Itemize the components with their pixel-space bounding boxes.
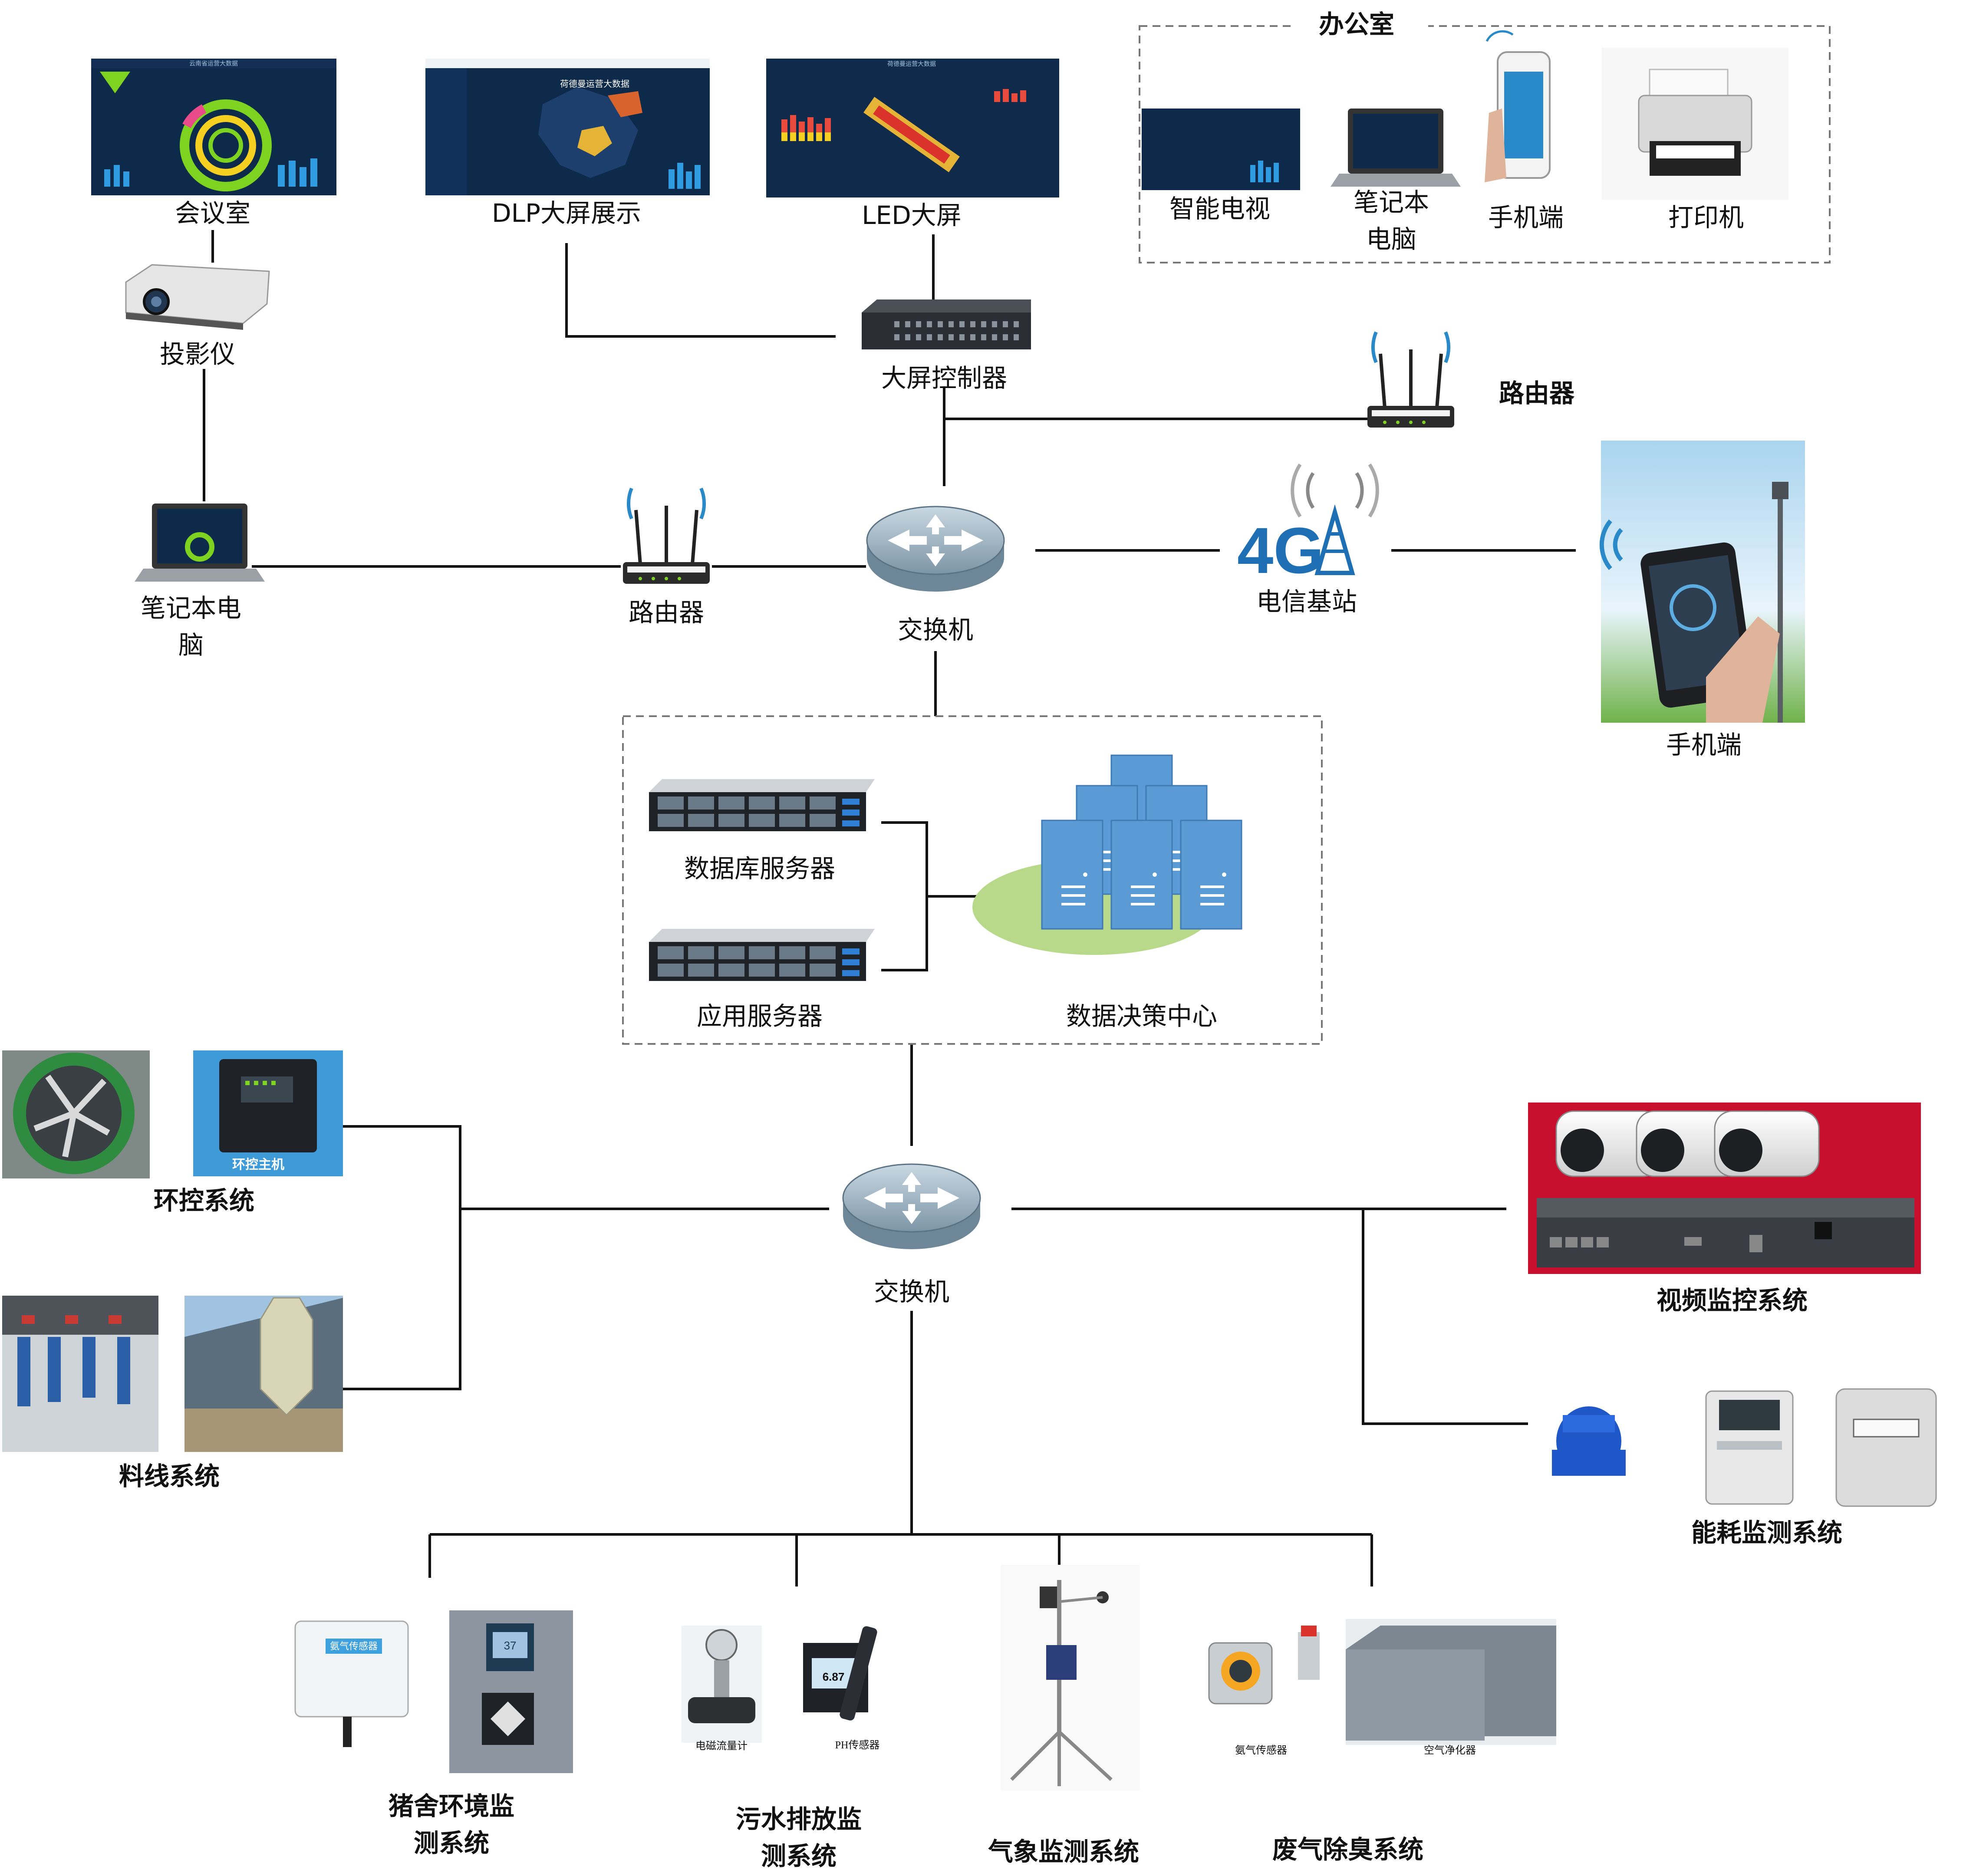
ammonia-sensor-2-tag: 氨气传感器: [1235, 1744, 1287, 1756]
label-office-phone: 手机端: [1488, 203, 1564, 232]
decision-center: [972, 754, 1242, 955]
dashboard-title-2: 荷德曼运营大数据: [560, 79, 629, 89]
label-env-control: 环控系统: [153, 1186, 254, 1215]
label-pig-env-1: 猪舍环境监: [388, 1791, 514, 1821]
office-title-bg: [1294, 11, 1428, 46]
air-purifier: [1346, 1619, 1556, 1745]
label-app-server: 应用服务器: [696, 1001, 823, 1031]
base-station-4g: [1291, 463, 1379, 575]
label-office: 办公室: [1318, 10, 1394, 39]
label-smart-tv: 智能电视: [1169, 194, 1270, 224]
label-pig-env-2: 测系统: [413, 1828, 489, 1858]
meeting-room-screen: [91, 59, 336, 195]
printer: [1602, 48, 1788, 200]
laptop-left: [135, 504, 265, 582]
feed-line-photo-1: [2, 1296, 158, 1452]
label-switch-bottom: 交换机: [873, 1277, 949, 1307]
video-monitor-photo: [1528, 1103, 1921, 1274]
ph-sensor: [803, 1626, 877, 1721]
label-weather: 气象监测系统: [988, 1837, 1139, 1866]
ammonia-sensor-tag: 氨气传感器: [330, 1641, 378, 1652]
ph-sensor-reading: 6.87: [823, 1670, 845, 1683]
label-router-top: 路由器: [1499, 378, 1574, 408]
ammonia-sensor: [294, 1620, 409, 1747]
label-laptop-left-2: 脑: [178, 630, 204, 660]
air-purifier-tag: 空气净化器: [1424, 1744, 1476, 1756]
label-screen-controller: 大屏控制器: [881, 363, 1007, 393]
label-sewage-2: 测系统: [761, 1841, 837, 1871]
dlp-screen: [425, 59, 710, 195]
app-server: [649, 929, 875, 981]
label-feed-line: 料线系统: [119, 1461, 220, 1491]
label-projector: 投影仪: [159, 339, 235, 369]
label-router-mid: 路由器: [628, 598, 704, 627]
router-mid: [623, 488, 710, 584]
label-switch-top: 交换机: [897, 615, 973, 645]
router-top: [1367, 332, 1454, 428]
env-control-host-tag: 环控主机: [232, 1158, 284, 1172]
projector: [125, 264, 270, 330]
gas-detector-reading: 37: [504, 1639, 517, 1652]
label-deodor: 废气除臭系统: [1272, 1835, 1423, 1864]
database-server: [649, 779, 875, 831]
label-office-laptop-1: 笔记本: [1353, 188, 1429, 217]
label-mobile-right: 手机端: [1666, 730, 1742, 760]
led-screen: [766, 59, 1059, 197]
flowmeter: [682, 1626, 762, 1743]
label-telecom-base-station: 电信基站: [1256, 587, 1357, 616]
smart-tv: [1142, 109, 1300, 190]
screen-controller: [862, 300, 1031, 349]
ph-sensor-tag: PH传感器: [835, 1739, 880, 1751]
connector-lines: [203, 230, 1576, 1586]
dashboard-title-1: 云南省运营大数据: [189, 60, 238, 67]
label-energy-monitor: 能耗监测系统: [1691, 1518, 1842, 1547]
label-dlp-display: DLP大屏展示: [492, 198, 641, 228]
gas-meter: [1835, 1388, 1937, 1507]
fan-photo: [2, 1050, 150, 1178]
label-laptop-left-1: 笔记本电: [140, 593, 241, 623]
label-video-monitor: 视频监控系统: [1656, 1286, 1808, 1315]
mobile-photo: [1599, 441, 1805, 723]
feed-line-photo-2: [184, 1296, 343, 1452]
weather-station: [1001, 1565, 1140, 1790]
label-meeting-room: 会议室: [175, 198, 250, 228]
office-box: [1139, 25, 1831, 263]
gas-detector-box: [449, 1610, 573, 1773]
flowmeter-tag: 电磁流量计: [695, 1740, 748, 1752]
label-decision-center: 数据决策中心: [1066, 1001, 1217, 1031]
water-meter: [1552, 1406, 1626, 1476]
office-laptop: [1331, 109, 1461, 187]
label-printer: 打印机: [1668, 203, 1744, 232]
label-led-screen: LED大屏: [862, 201, 962, 230]
env-control-host: [193, 1050, 343, 1176]
switch-bottom: [842, 1163, 981, 1250]
dashboard-title-3: 荷德曼运营大数据: [887, 60, 936, 67]
electric-meter: [1705, 1390, 1794, 1505]
label-database-server: 数据库服务器: [684, 854, 835, 883]
ammonia-sensor-2: [1208, 1626, 1320, 1705]
office-phone: [1485, 30, 1551, 182]
switch-top: [866, 506, 1005, 592]
label-office-laptop-2: 电脑: [1366, 224, 1416, 254]
label-sewage-1: 污水排放监: [735, 1804, 862, 1834]
data-center-box: [622, 715, 1323, 1045]
base-station-4g-text: 4G: [1237, 514, 1324, 587]
